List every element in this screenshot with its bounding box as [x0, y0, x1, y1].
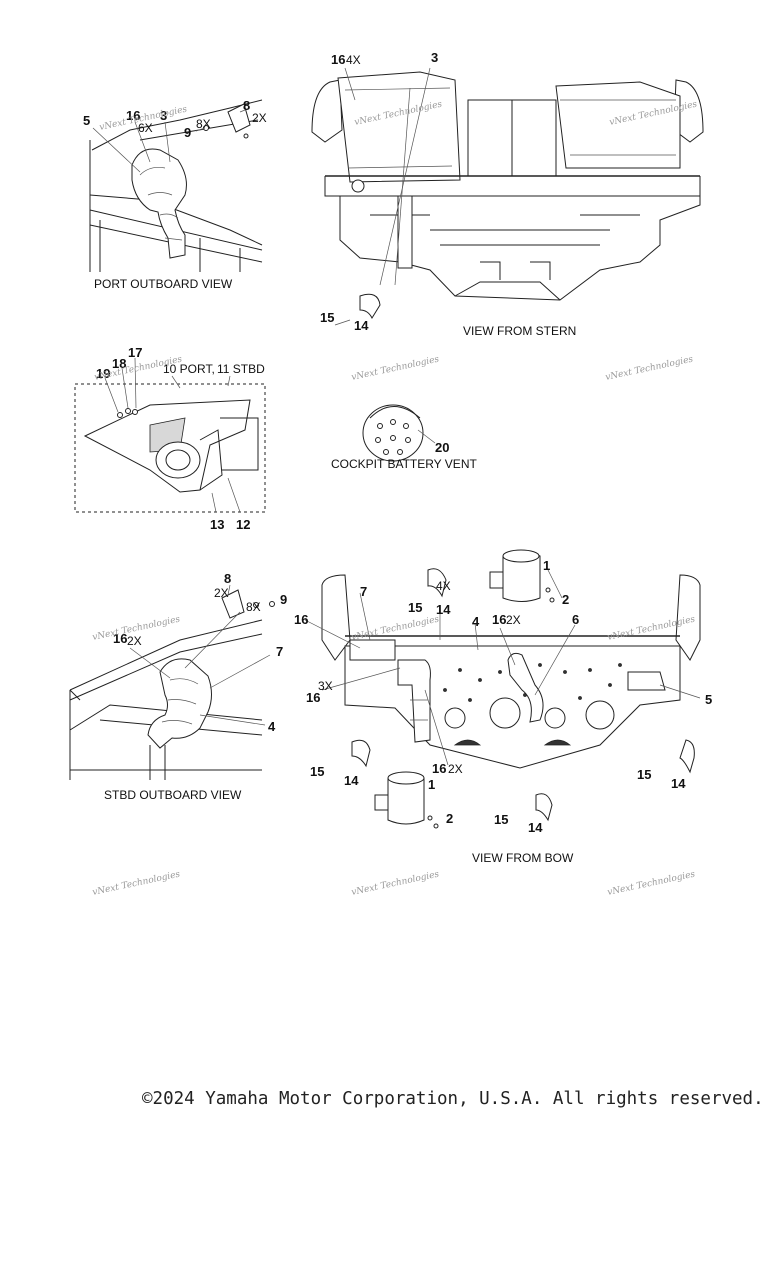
label-2x: 2X [506, 613, 521, 627]
label-6x: 6X [138, 121, 153, 135]
label-2: 2 [562, 592, 569, 607]
label-4: 4 [268, 719, 276, 734]
label-14: 14 [344, 773, 359, 788]
label-16: 16 [306, 690, 320, 705]
label-4x: 4X [436, 579, 451, 593]
caption-stbd-outboard-view: STBD OUTBOARD VIEW [104, 788, 242, 802]
label-2: 2 [446, 811, 453, 826]
stbd-outboard-view: 8 2X 8X 9 16 2X 7 4 STBD OUTBOARD VIEW [69, 571, 287, 802]
label-1: 1 [543, 558, 550, 573]
label-15: 15 [637, 767, 651, 782]
label-5: 5 [83, 113, 90, 128]
watermark: vNext Technologies [607, 869, 697, 897]
watermark: vNext Technologies [92, 869, 182, 897]
label-8x: 8X [246, 600, 261, 614]
caption-view-from-bow: VIEW FROM BOW [472, 851, 574, 865]
label-16: 16 [331, 52, 345, 67]
label-18: 18 [112, 356, 126, 371]
label-3x: 3X [318, 679, 333, 693]
label-14: 14 [528, 820, 543, 835]
label-8x: 8X [196, 117, 211, 131]
caption-view-from-stern: VIEW FROM STERN [463, 324, 576, 338]
stern-view: 16 4X 3 15 14 VIEW FROM STERN [311, 50, 704, 338]
label-2x: 2X [448, 762, 463, 776]
label-7: 7 [360, 584, 367, 599]
label-16: 16 [113, 631, 127, 646]
label-10-port: 10 PORT, [163, 362, 215, 376]
port-outboard-view: 5 16 6X 3 8X 9 8 2X PORT OUTBOARD VIEW [83, 98, 267, 291]
label-8: 8 [243, 98, 250, 113]
label-3: 3 [431, 50, 438, 65]
vent-grille-detail: 17 18 19 10 PORT, 11 STBD 13 12 [74, 345, 266, 532]
label-16: 16 [432, 761, 446, 776]
label-15: 15 [494, 812, 508, 827]
label-14: 14 [436, 602, 451, 617]
label-9: 9 [280, 592, 287, 607]
label-12: 12 [236, 517, 250, 532]
label-14: 14 [354, 318, 369, 333]
label-9: 9 [184, 125, 191, 140]
label-4: 4 [472, 614, 480, 629]
label-2x: 2X [252, 111, 267, 125]
label-13: 13 [210, 517, 224, 532]
copyright-notice: ©2024 Yamaha Motor Corporation, U.S.A. A… [142, 1089, 764, 1109]
bow-view: 7 16 4X 15 14 4 16 2X 1 2 6 3X 16 5 16 2… [294, 549, 712, 865]
label-1: 1 [428, 777, 435, 792]
label-14: 14 [671, 776, 686, 791]
label-6: 6 [572, 612, 579, 627]
label-11-stbd: 11 STBD [217, 362, 265, 376]
label-2x: 2X [214, 586, 229, 600]
label-17: 17 [128, 345, 142, 360]
label-15: 15 [310, 764, 324, 779]
label-15: 15 [320, 310, 334, 325]
label-20: 20 [435, 440, 449, 455]
label-19: 19 [96, 366, 110, 381]
caption-port-outboard-view: PORT OUTBOARD VIEW [94, 277, 233, 291]
watermark: vNext Technologies [351, 354, 441, 382]
label-15: 15 [408, 600, 422, 615]
watermark: vNext Technologies [351, 614, 441, 642]
label-2x: 2X [127, 634, 142, 648]
label-16: 16 [294, 612, 308, 627]
label-5: 5 [705, 692, 712, 707]
watermark: vNext Technologies [351, 869, 441, 897]
label-16: 16 [126, 108, 140, 123]
label-7: 7 [276, 644, 283, 659]
watermark: vNext Technologies [605, 354, 695, 382]
caption-cockpit-battery-vent: COCKPIT BATTERY VENT [331, 457, 477, 471]
label-8: 8 [224, 571, 231, 586]
label-3: 3 [160, 108, 167, 123]
label-4x: 4X [346, 53, 361, 67]
label-16: 16 [492, 612, 506, 627]
battery-vent-detail: 20 COCKPIT BATTERY VENT [331, 404, 477, 471]
